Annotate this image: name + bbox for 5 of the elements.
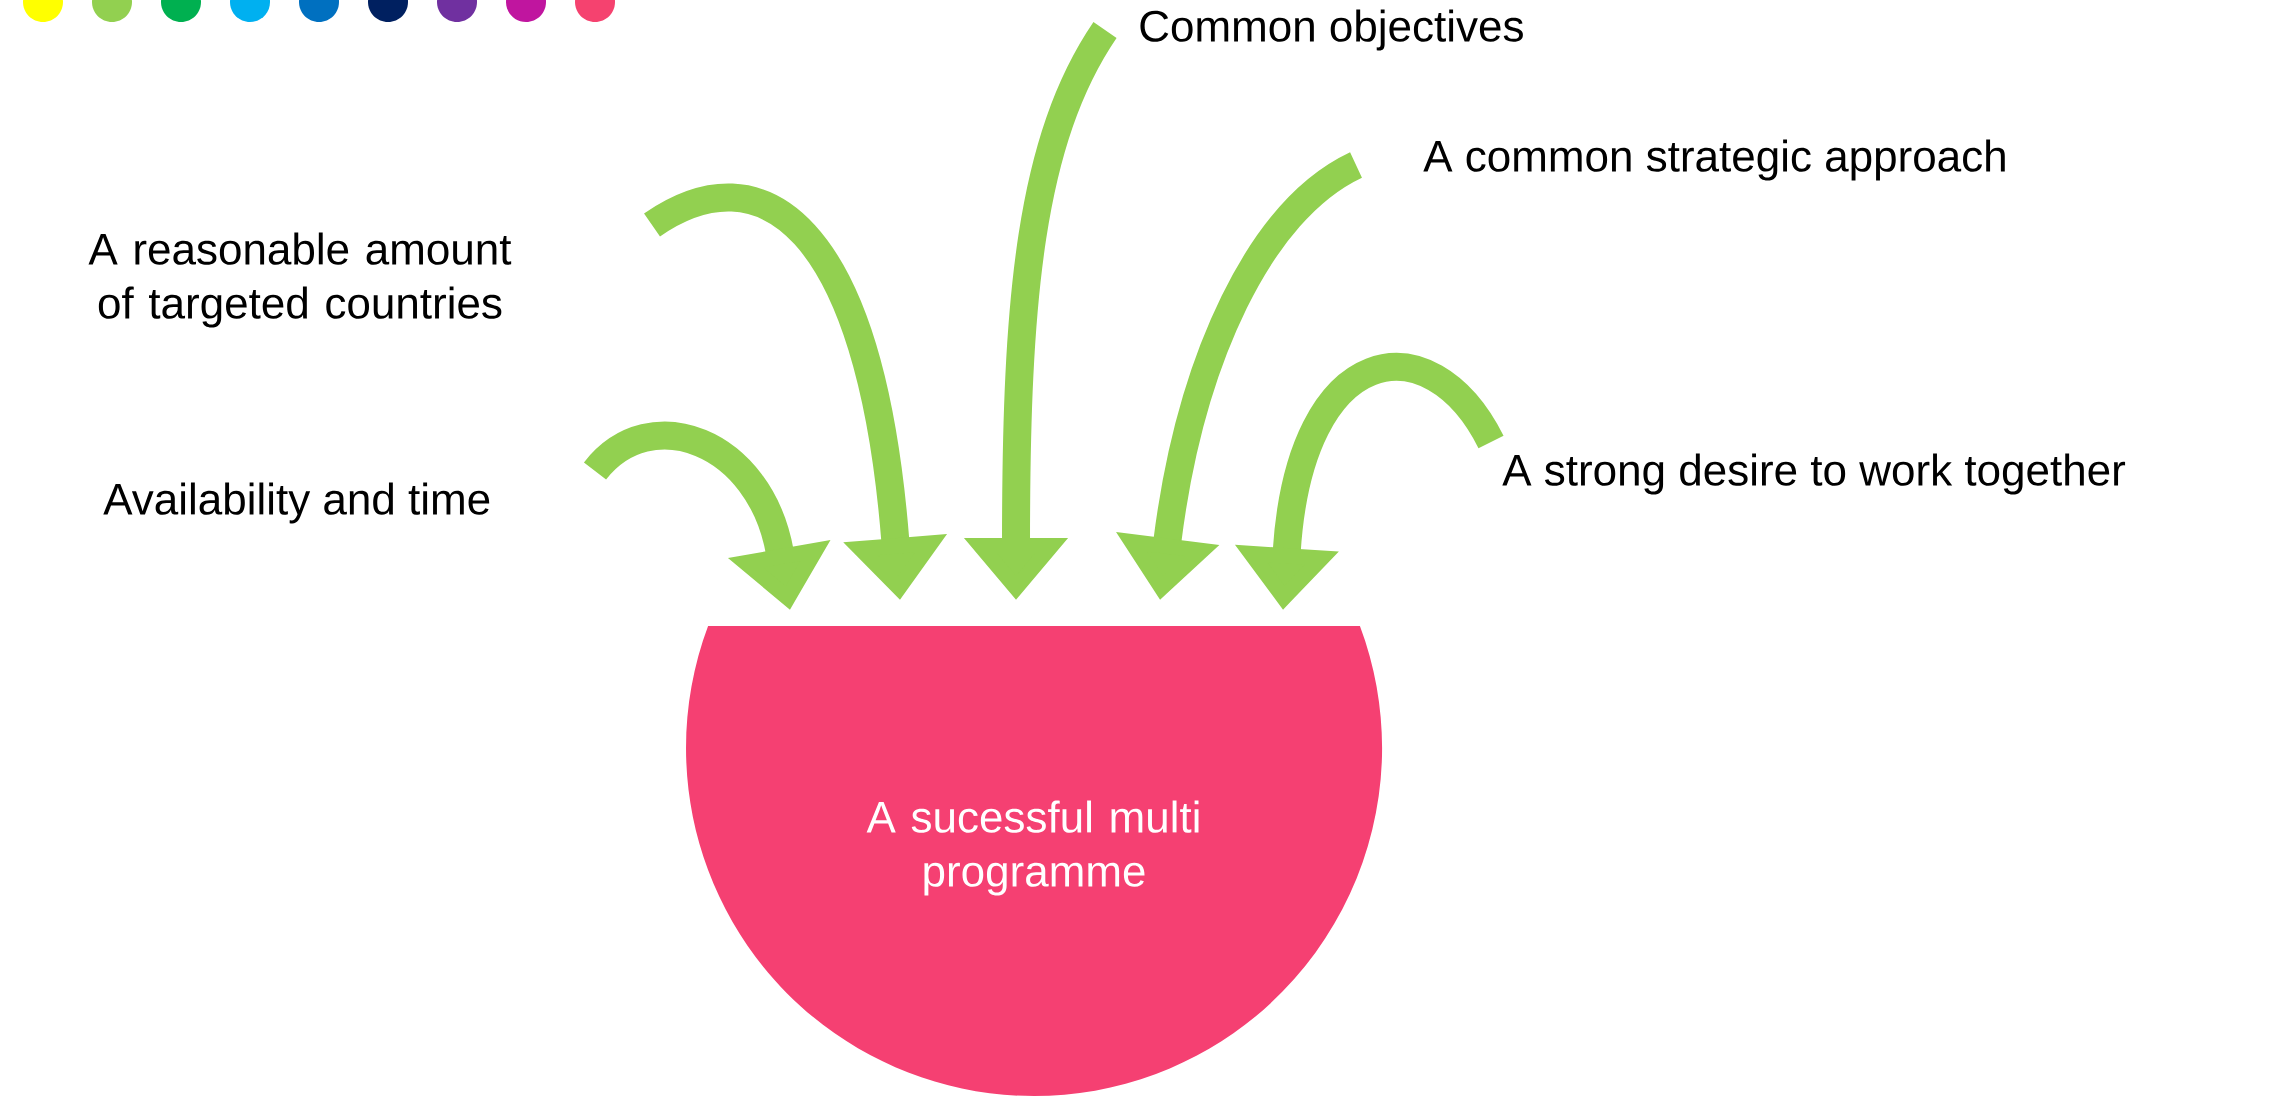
text-label: A common strategic approach — [1423, 139, 2005, 181]
text-label: A reasonable amount of targeted countries — [88, 232, 512, 328]
text-label: A strong desire to work together — [1502, 453, 2126, 495]
text-label: Common objectives — [1140, 9, 1523, 51]
text-label: Availability and time — [103, 482, 490, 524]
